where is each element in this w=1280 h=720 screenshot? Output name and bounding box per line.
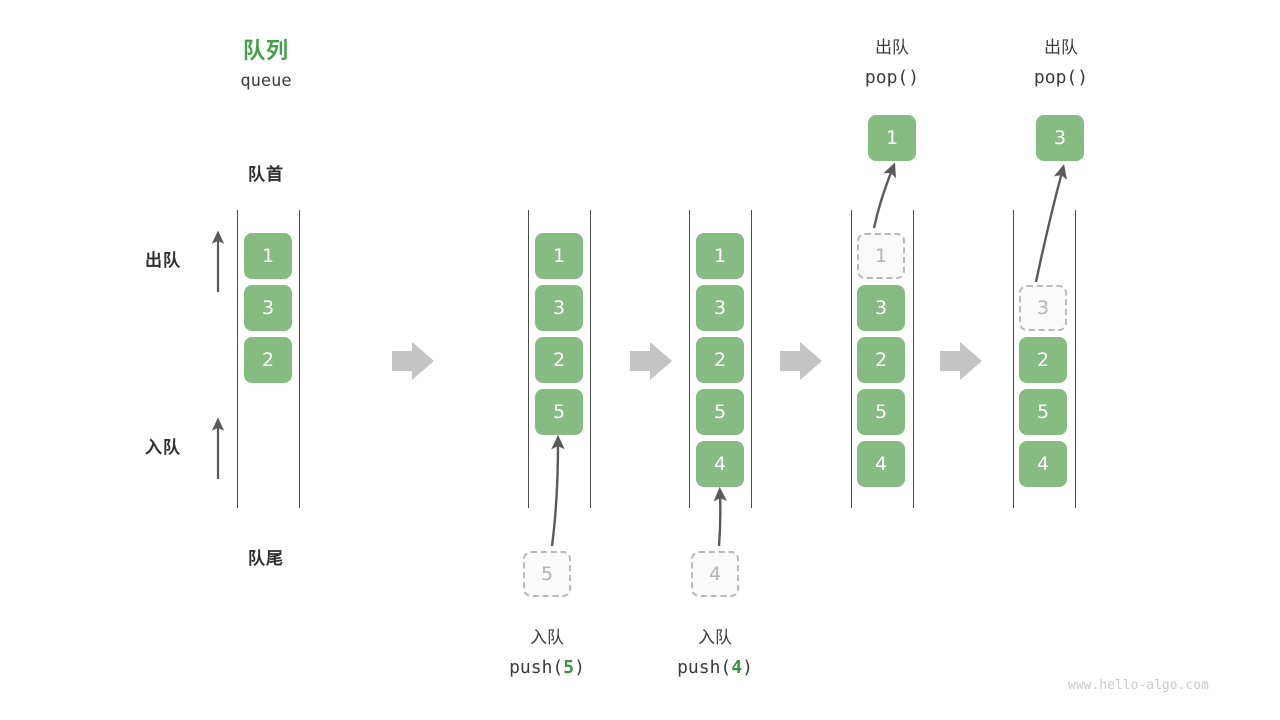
queue-rail-left-col1 bbox=[237, 210, 238, 508]
queue-rail-left-col5 bbox=[1013, 210, 1014, 508]
queue-rail-left-col4 bbox=[851, 210, 852, 508]
queue-cell: 5 bbox=[857, 389, 905, 435]
queue-cell: 2 bbox=[857, 337, 905, 383]
queue-cell: 1 bbox=[696, 233, 744, 279]
pop-caption-cn-col4: 出队 bbox=[875, 38, 909, 57]
step-arrow-4 bbox=[940, 342, 982, 380]
queue-cell-popped: 1 bbox=[868, 115, 916, 161]
queue-cell: 4 bbox=[1019, 441, 1067, 487]
queue-cell: 3 bbox=[244, 285, 292, 331]
push-arrow-col2 bbox=[550, 434, 565, 547]
queue-rail-right-col5 bbox=[1075, 210, 1076, 508]
queue-cell: 3 bbox=[535, 285, 583, 331]
step-arrow-3 bbox=[780, 342, 822, 380]
pop-caption-code-col4: pop() bbox=[864, 67, 920, 88]
push-code-prefix: push( bbox=[509, 657, 564, 678]
push-caption-cn-col3: 入队 bbox=[698, 628, 732, 647]
queue-cell: 3 bbox=[696, 285, 744, 331]
queue-cell-incoming-ghost: 5 bbox=[523, 551, 571, 597]
queue-cell: 2 bbox=[244, 337, 292, 383]
push-arrow-col3 bbox=[713, 486, 727, 547]
queue-cell-incoming-ghost: 4 bbox=[691, 551, 739, 597]
queue-rail-right-col4 bbox=[913, 210, 914, 508]
queue-rail-right-col3 bbox=[751, 210, 752, 508]
queue-tail-label: 队尾 bbox=[248, 549, 284, 568]
queue-rail-right-col1 bbox=[299, 210, 300, 508]
queue-cell: 5 bbox=[696, 389, 744, 435]
push-caption-code-col2: push(5) bbox=[487, 657, 607, 678]
pop-caption-code-col5: pop() bbox=[1033, 67, 1089, 88]
watermark: www.hello-algo.com bbox=[1068, 678, 1209, 693]
queue-cell: 2 bbox=[1019, 337, 1067, 383]
push-code-prefix: push( bbox=[677, 657, 732, 678]
dequeue-direction-label: 出队 bbox=[145, 251, 181, 270]
push-code-value: 4 bbox=[731, 657, 743, 678]
queue-rail-left-col3 bbox=[689, 210, 690, 508]
queue-cell: 1 bbox=[535, 233, 583, 279]
queue-rail-right-col2 bbox=[590, 210, 591, 508]
pop-arrow-col5 bbox=[1034, 164, 1067, 283]
queue-head-label: 队首 bbox=[248, 165, 284, 184]
queue-cell: 5 bbox=[1019, 389, 1067, 435]
push-caption-cn-col2: 入队 bbox=[530, 628, 564, 647]
queue-cell-popped: 3 bbox=[1036, 115, 1084, 161]
queue-cell-pushed: 4 bbox=[696, 441, 744, 487]
diagram-title-code: queue bbox=[240, 71, 292, 91]
push-code-value: 5 bbox=[563, 657, 575, 678]
push-code-suffix: ) bbox=[742, 657, 753, 678]
queue-cell: 2 bbox=[535, 337, 583, 383]
queue-cell: 4 bbox=[857, 441, 905, 487]
queue-cell-pushed: 5 bbox=[535, 389, 583, 435]
queue-cell-vacated-ghost: 1 bbox=[857, 233, 905, 279]
step-arrow-2 bbox=[630, 342, 672, 380]
step-arrow-1 bbox=[392, 342, 434, 380]
queue-cell: 2 bbox=[696, 337, 744, 383]
push-caption-code-col3: push(4) bbox=[655, 657, 775, 678]
queue-cell: 1 bbox=[244, 233, 292, 279]
queue-cell: 3 bbox=[857, 285, 905, 331]
queue-rail-left-col2 bbox=[528, 210, 529, 508]
pop-arrow-col4 bbox=[872, 162, 896, 229]
diagram-title-cn: 队列 bbox=[242, 38, 289, 63]
pop-caption-cn-col5: 出队 bbox=[1044, 38, 1078, 57]
queue-cell-vacated-ghost: 3 bbox=[1019, 285, 1067, 331]
enqueue-direction-label: 入队 bbox=[145, 438, 181, 457]
push-code-suffix: ) bbox=[574, 657, 585, 678]
